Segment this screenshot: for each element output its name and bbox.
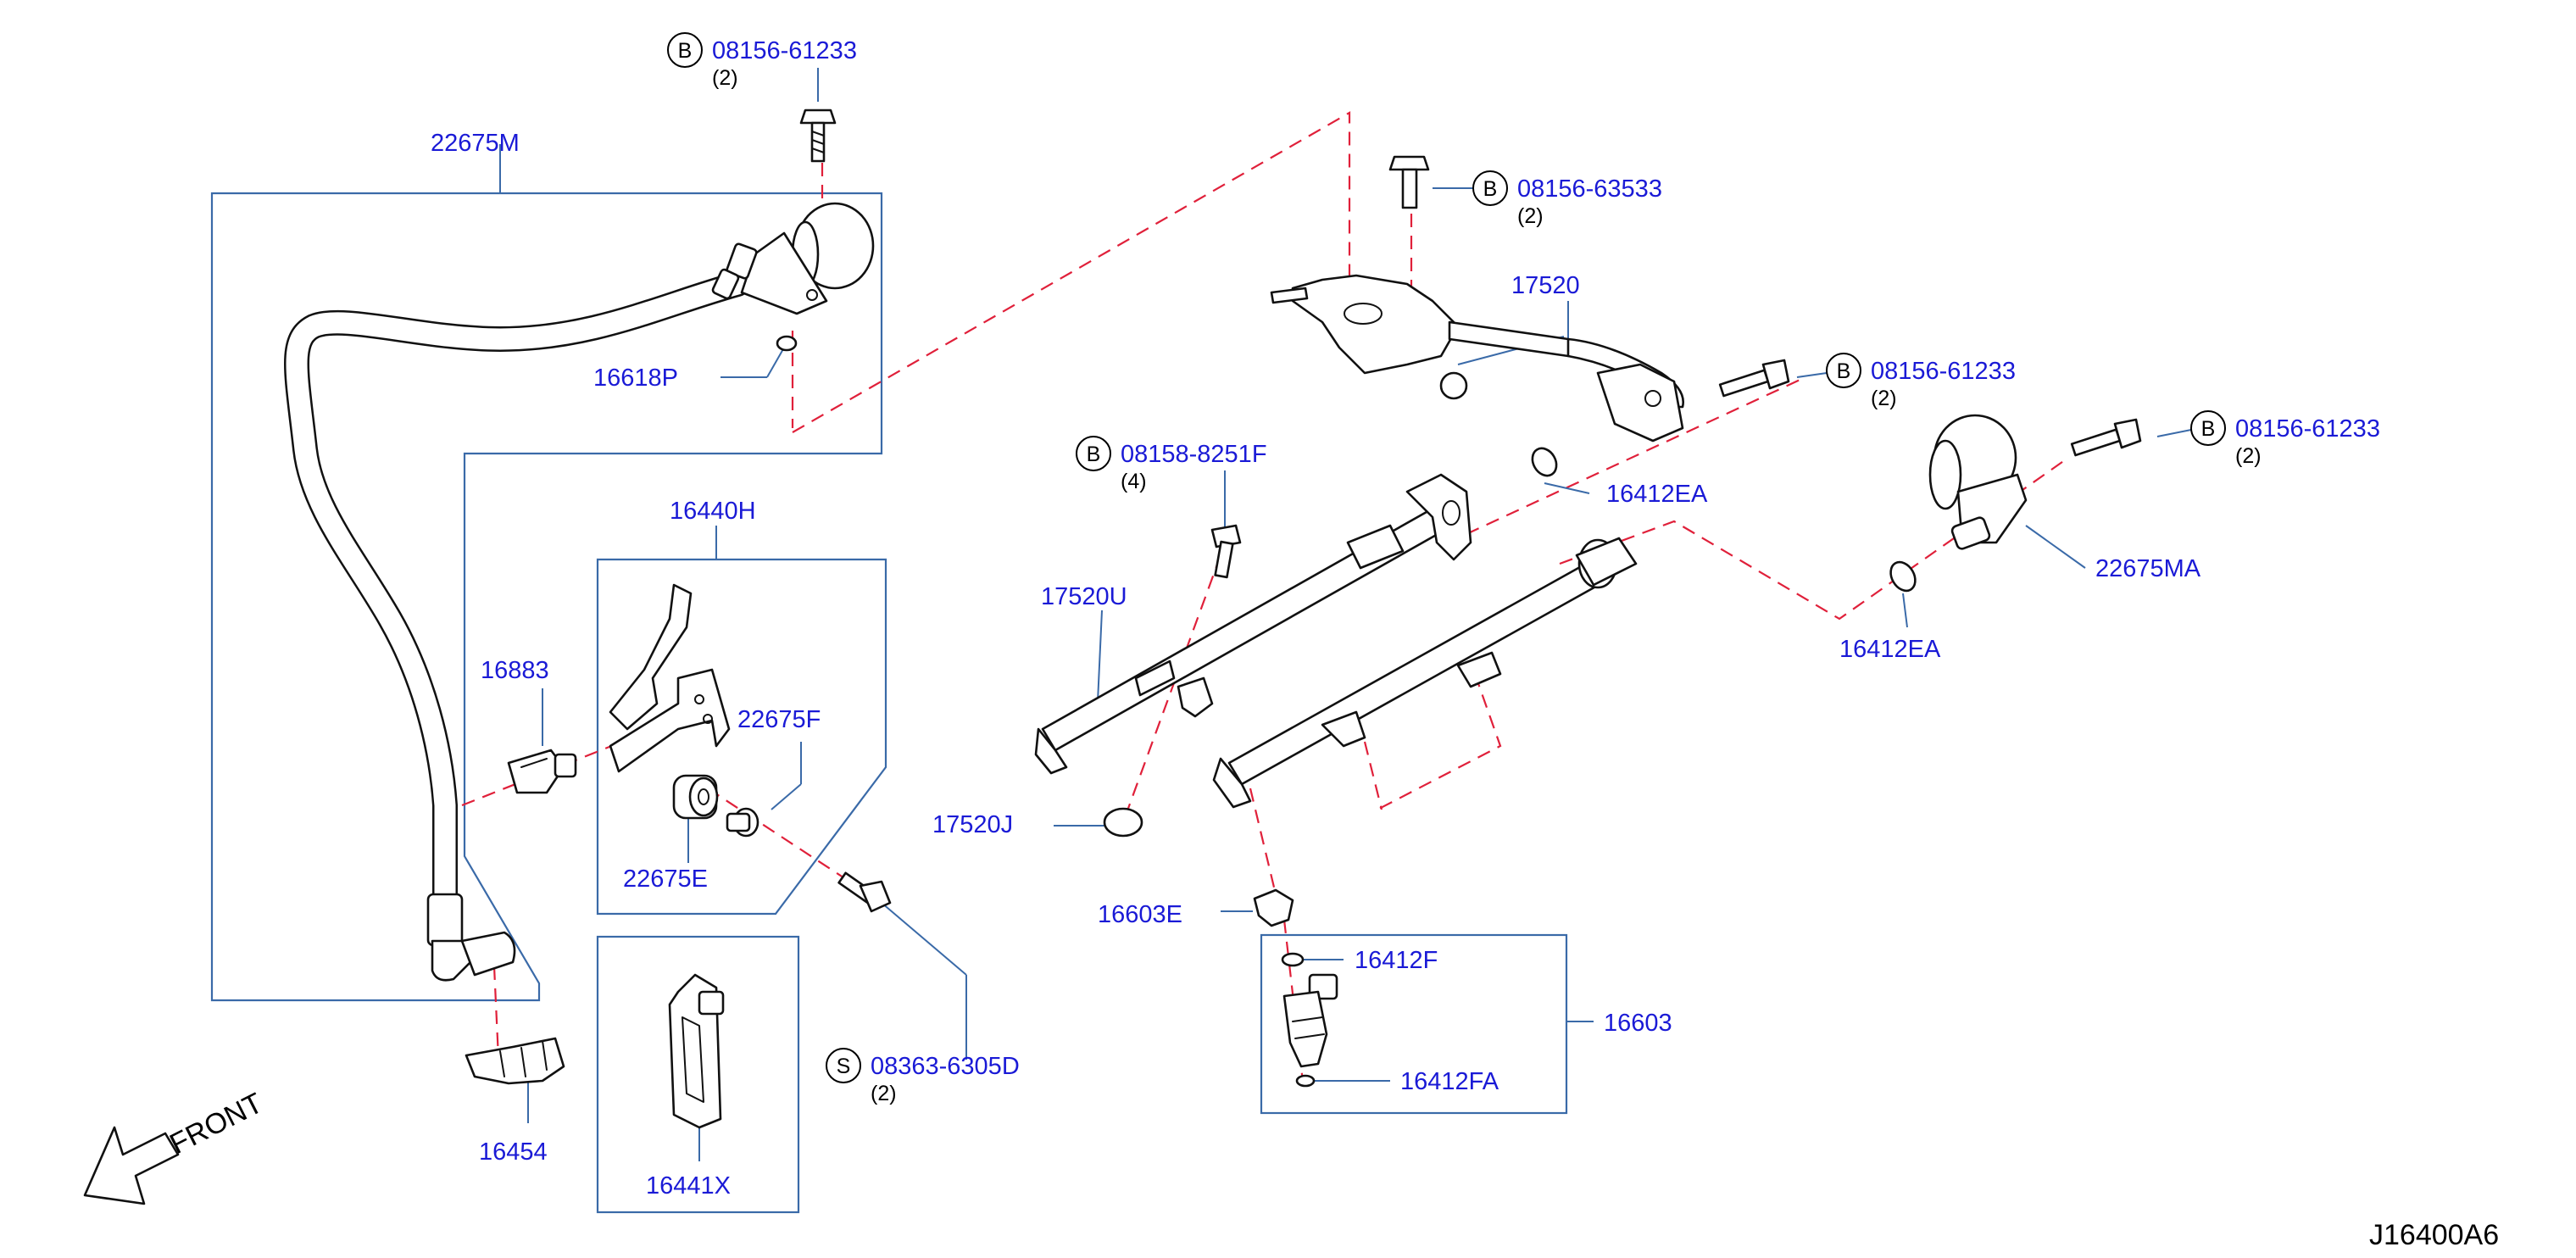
o-ring-16412F [1281,952,1305,967]
bolt-symbol: B [1087,443,1101,466]
fuel-rail-secondary [1212,537,1638,809]
bolt-callout-b1: B 08156-61233 (2) [667,32,857,90]
bolt-callout-b2: B 08156-63533 (2) [1472,170,1662,228]
fuel-tube-17520 [1270,274,1684,443]
bolt-part-number: 08158-8251F [1121,441,1267,468]
callout-16883: 16883 [481,657,549,684]
callout-16412F: 16412F [1355,947,1438,974]
bolt-08156-61233-far-right [2070,418,2142,457]
callout-17520J: 17520J [932,811,1013,838]
diagram-id: J16400A6 [2369,1219,2499,1251]
callout-16454: 16454 [479,1138,548,1166]
callout-17520: 17520 [1511,272,1580,299]
bolt-08363-6305D [837,871,892,913]
callout-22675M: 22675M [431,130,520,157]
bracket-16440H [609,583,731,773]
clip-16603E [1253,888,1294,927]
bolt-08156-61233-top [799,109,837,163]
clip-16883 [507,749,577,794]
bolt-symbol: B [2201,417,2216,441]
fuel-hose-22675M [284,271,750,982]
collar-22675F [726,807,759,838]
callout-22675E: 22675E [623,866,708,893]
clip-16441X [668,973,725,1129]
bolt-symbol: B [1837,359,1851,383]
leader-lines [499,68,2192,1161]
bolt-callout-b5: B 08158-8251F (4) [1076,436,1267,493]
callout-16603: 16603 [1604,1010,1672,1037]
fuel-damper-22675MA [1928,414,2028,550]
bolt-08156-63533 [1388,155,1430,209]
group-frame-16440H [596,558,887,916]
grommet-22675E [672,774,719,820]
grommet-17520J [1103,807,1143,838]
callout-22675MA: 22675MA [2095,555,2201,582]
callout-16440H: 16440H [670,498,756,525]
callout-16412EA-b: 16412EA [1839,636,1941,663]
group-frame-16441X [596,935,800,1214]
bolt-part-number: 08156-61233 [712,37,857,64]
o-ring-16618P [776,335,798,352]
bolt-part-number: 08363-6305D [871,1053,1020,1080]
o-ring-16412EA-b [1889,560,1917,593]
assembly-dashed-lines [461,111,2069,1090]
callout-16441X: 16441X [646,1172,731,1200]
bolt-part-number: 08156-61233 [1871,358,2016,385]
bolt-quantity: (2) [1871,387,1897,410]
bolt-part-number: 08156-61233 [2235,415,2380,443]
callout-16618P: 16618P [593,365,678,392]
bolt-quantity: (2) [2235,444,2262,468]
fuel-rail-17520U [1034,473,1472,775]
bolt-callout-b3: B 08156-61233 (2) [1826,353,2016,410]
clip-16454 [465,1037,565,1085]
front-label: FRONT [164,1087,268,1161]
callout-16603E: 16603E [1098,901,1182,928]
group-frame-22675M [210,192,883,1002]
bolt-callout-s1: S 08363-6305D (2) [826,1048,1020,1105]
bolt-quantity: (2) [712,66,738,90]
bolt-quantity: (4) [1121,470,1147,493]
bolt-08156-61233-right [1718,359,1790,398]
bolt-symbol: S [837,1055,851,1078]
callout-16412FA: 16412FA [1400,1068,1499,1095]
callout-17520U: 17520U [1041,583,1127,610]
bolt-part-number: 08156-63533 [1517,175,1662,203]
bolt-callout-b4: B 08156-61233 (2) [2190,410,2380,468]
front-arrow-icon [83,1126,180,1205]
bolt-symbol: B [1483,177,1498,201]
bolt-quantity: (2) [1517,204,1544,228]
o-ring-16412EA-a [1531,447,1558,477]
bolt-08158-8251F [1210,524,1242,579]
bolt-symbol: B [678,39,693,63]
fuel-damper-22675M [711,202,875,315]
callout-22675F: 22675F [737,706,821,733]
bolt-quantity: (2) [871,1082,897,1105]
callout-16412EA-a: 16412EA [1606,481,1708,508]
group-frame-16603 [1260,933,1568,1115]
fuel-injector-16603 [1282,973,1338,1068]
o-ring-16412FA [1295,1074,1316,1088]
